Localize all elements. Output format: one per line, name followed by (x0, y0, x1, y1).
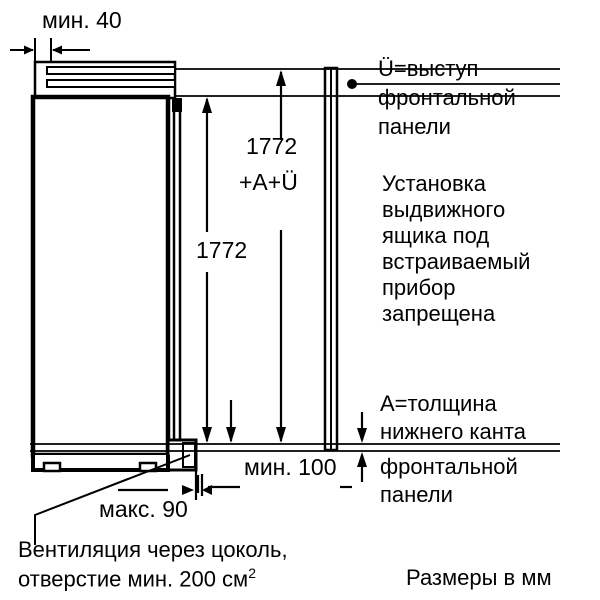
arrowhead-min40-right (52, 45, 62, 55)
annotation-u-line3: панели (378, 114, 451, 139)
annotation-install-line6: запрещена (382, 301, 496, 326)
arrowhead-max90-right (182, 485, 194, 495)
label-max-90: макс. 90 (99, 496, 188, 522)
arrowhead-A-top (357, 428, 367, 443)
annotation-install-line2: выдвижного (382, 197, 506, 222)
reference-lines (30, 68, 560, 452)
arrowhead-max90-left (202, 485, 212, 495)
note-ventilation-line1: Вентиляция через цоколь, (18, 537, 288, 562)
arrowhead-min40-left (24, 45, 34, 55)
annotation-install-line1: Установка (382, 171, 486, 196)
annotation-install-line3: ящика под (382, 223, 490, 248)
annotation-u-line2: фронтальной (378, 85, 516, 110)
note-ventilation-line2: отверстие мин. 200 см2 (18, 566, 256, 591)
ventilation-leader-line (34, 454, 191, 545)
annotation-install-line4: встраиваемый (382, 249, 531, 274)
arrowhead-1772plus-top (276, 70, 286, 86)
annotation-install-line5: прибор (382, 275, 456, 300)
label-min-40: мин. 40 (42, 7, 122, 33)
dimension-min-100 (196, 475, 352, 493)
arrowhead-1772plus-bottom (276, 427, 286, 443)
note-ventilation-superscript: 2 (248, 565, 256, 581)
min-40-dimension-arrows (10, 38, 90, 62)
label-min-100: мин. 100 (244, 454, 337, 480)
label-height-total: 1772 (246, 133, 298, 159)
note-units: Размеры в мм (406, 565, 552, 590)
front-panel-profile (323, 66, 339, 452)
label-height-niche: 1772 (196, 237, 248, 263)
annotation-a-line2: нижнего канта (380, 419, 526, 444)
annotation-a-line4: панели (380, 482, 453, 507)
label-height-total-plus: +A+Ü (239, 169, 298, 195)
annotation-a-line1: А=толщина (380, 391, 497, 416)
arrowhead-extra-bottom (226, 427, 236, 443)
arrowhead-A-bottom (357, 452, 367, 467)
arrowhead-1772-top (202, 97, 212, 113)
annotation-u-line1: Ü=выступ (378, 56, 479, 81)
cabinet-outline (30, 60, 198, 473)
dimension-max-90 (118, 470, 198, 500)
leader-dot (347, 79, 357, 89)
annotation-a-line3: фронтальной (380, 454, 518, 479)
arrowhead-1772-bottom (202, 427, 212, 443)
note-ventilation-line2-text: отверстие мин. 200 см (18, 566, 249, 592)
